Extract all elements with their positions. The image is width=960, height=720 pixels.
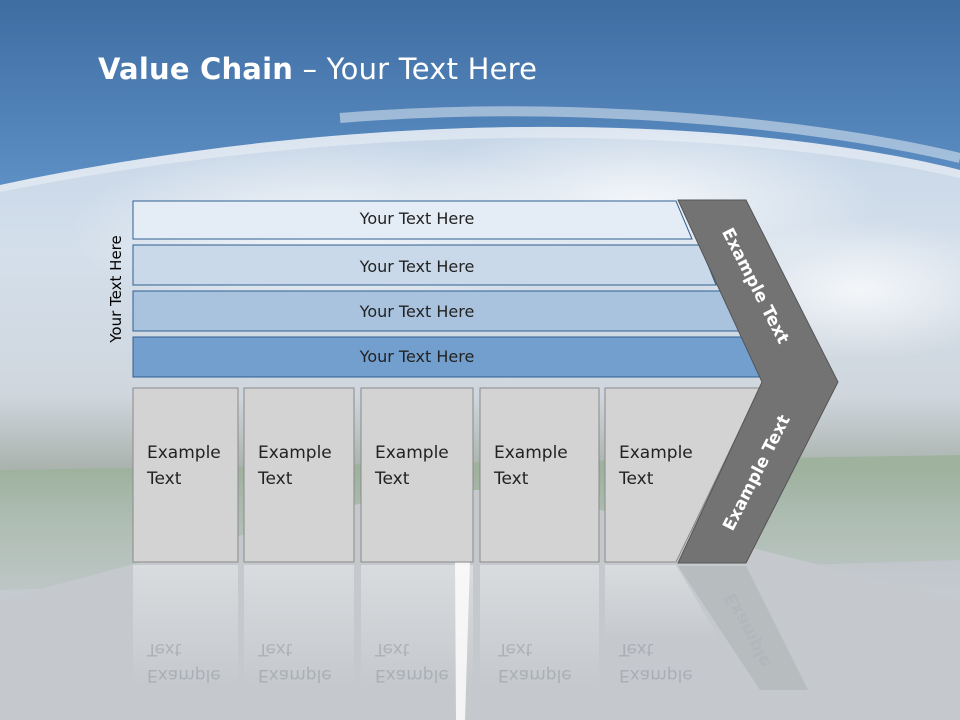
support-row-3-label: Your Text Here: [359, 302, 475, 321]
primary-box-1: [132, 387, 239, 563]
slide-title: Value Chain – Your Text Here: [98, 52, 538, 86]
primary-box-4: [479, 387, 600, 563]
support-row-1: [132, 200, 693, 240]
primary-box-5: [604, 387, 761, 563]
margin-chevron: [677, 199, 839, 564]
primary-box-2: [243, 387, 355, 563]
support-row-2: [132, 244, 717, 286]
support-row-4-label: Your Text Here: [359, 347, 475, 366]
primary-box-3: [360, 387, 474, 563]
support-row-2-label: Your Text Here: [359, 257, 475, 276]
support-row-1-label: Your Text Here: [359, 209, 475, 228]
